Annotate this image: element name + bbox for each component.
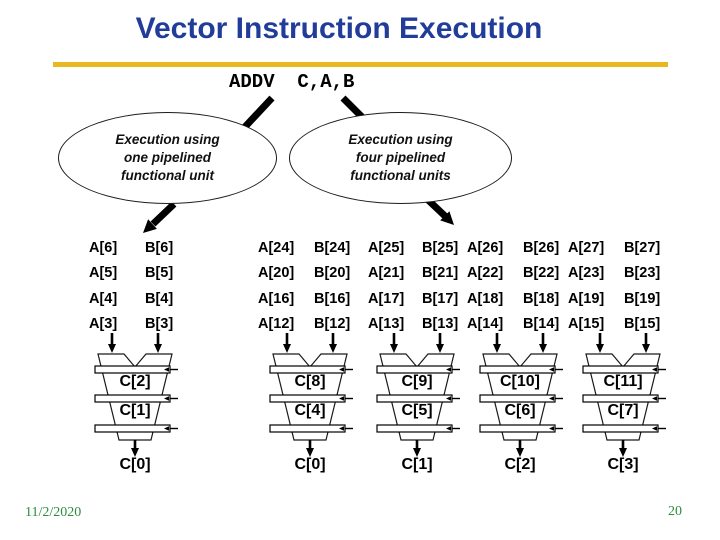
operand-value: B[4] (145, 290, 174, 307)
operand-column-b: B[27] B[23] B[19] B[15] (624, 240, 674, 343)
operand-column-a: A[24] A[20] A[16] A[12] (258, 240, 308, 343)
operand-value: A[3] (89, 316, 118, 333)
operand-column-b: B[26] B[22] B[18] B[14] (523, 240, 573, 343)
slide-page-number: 20 (668, 504, 682, 519)
operand-value: B[22] (523, 265, 560, 282)
operand-value: A[18] (467, 290, 504, 307)
stage-register-label: C[2] (119, 373, 151, 390)
pipeline-unit-5: C[11] C[7] C[3] (568, 333, 678, 478)
callout-one-pipeline: Execution using one pipelined functional… (58, 112, 277, 204)
operand-value: B[15] (624, 316, 661, 333)
operand-value: B[13] (422, 316, 459, 333)
operand-value: B[26] (523, 240, 560, 256)
operand-value: A[24] (258, 240, 295, 256)
operand-value: A[22] (467, 265, 504, 282)
callout-line: four pipelined (355, 150, 446, 165)
stage-register-label: C[8] (294, 373, 326, 390)
operand-value: B[18] (523, 290, 560, 307)
arrow-left-callout-to-operands (143, 201, 177, 233)
operand-value: B[23] (624, 265, 661, 282)
operand-value: A[12] (258, 316, 295, 333)
operand-value: A[20] (258, 265, 295, 282)
operand-column-a: A[26] A[22] A[18] A[14] (467, 240, 517, 343)
title-underline-rule (53, 62, 668, 67)
operand-value: B[17] (422, 290, 459, 307)
operand-value: B[19] (624, 290, 661, 307)
operand-value: A[19] (568, 290, 605, 307)
operand-value: B[3] (145, 316, 174, 333)
stage-register-label: C[9] (401, 373, 433, 390)
callout-line: functional units (350, 168, 451, 183)
operand-value: A[6] (89, 240, 118, 256)
operand-value: B[14] (523, 316, 560, 333)
arrow-right-callout-to-operands (424, 196, 454, 225)
connector-instruction-to-left-callout (240, 95, 275, 132)
callout-four-pipelines: Execution using four pipelined functiona… (289, 112, 512, 204)
stage-register-label: C[11] (603, 373, 643, 390)
stage-register-label: C[1] (119, 402, 151, 419)
stage-register-label: C[10] (499, 373, 540, 390)
operand-value: A[15] (568, 316, 605, 333)
operand-column-a: A[6] A[5] A[4] A[3] (89, 240, 139, 343)
operand-column-b: B[6] B[5] B[4] B[3] (145, 240, 195, 343)
stage-register-label: C[5] (401, 402, 433, 419)
operand-value: A[25] (368, 240, 405, 256)
pipeline-unit-2: C[8] C[4] C[0] (255, 333, 365, 478)
operand-column-b: B[24] B[20] B[16] B[12] (314, 240, 364, 343)
callout-line: one pipelined (123, 150, 211, 165)
operand-value: B[12] (314, 316, 351, 333)
operand-column-b: B[25] B[21] B[17] B[13] (422, 240, 472, 343)
operand-value: A[23] (568, 265, 605, 282)
stage-register-label: C[4] (294, 402, 326, 419)
operand-value: A[5] (89, 265, 118, 282)
operand-column-a: A[25] A[21] A[17] A[13] (368, 240, 418, 343)
stage-register-label: C[7] (607, 402, 639, 419)
operand-value: A[13] (368, 316, 405, 333)
operand-value: B[25] (422, 240, 459, 256)
operand-value: B[5] (145, 265, 174, 282)
callout-line: Execution using (115, 132, 220, 147)
operand-value: B[16] (314, 290, 351, 307)
stage-register-label: C[6] (504, 402, 536, 419)
output-label: C[1] (401, 456, 433, 473)
operand-value: B[27] (624, 240, 661, 256)
operand-value: B[6] (145, 240, 174, 256)
instruction-text: ADDV C,A,B (229, 71, 355, 93)
operand-value: A[17] (368, 290, 405, 307)
operand-value: A[21] (368, 265, 405, 282)
output-label: C[0] (119, 456, 151, 473)
output-label: C[3] (607, 456, 639, 473)
callout-line: Execution using (348, 132, 453, 147)
callout-line: functional unit (121, 168, 214, 183)
operand-value: B[24] (314, 240, 351, 256)
page-title: Vector Instruction Execution (135, 12, 543, 45)
operand-value: B[20] (314, 265, 351, 282)
operand-value: A[14] (467, 316, 504, 333)
pipeline-unit-1: C[2] C[1] C[0] (80, 333, 190, 478)
operand-column-a: A[27] A[23] A[19] A[15] (568, 240, 618, 343)
operand-value: A[4] (89, 290, 118, 307)
output-label: C[2] (504, 456, 536, 473)
operand-value: A[16] (258, 290, 295, 307)
pipeline-unit-4: C[10] C[6] C[2] (465, 333, 575, 478)
operand-value: A[26] (467, 240, 504, 256)
operand-value: B[21] (422, 265, 459, 282)
slide-date: 11/2/2020 (25, 505, 82, 520)
pipeline-unit-3: C[9] C[5] C[1] (362, 333, 472, 478)
operand-value: A[27] (568, 240, 605, 256)
output-label: C[0] (294, 456, 326, 473)
